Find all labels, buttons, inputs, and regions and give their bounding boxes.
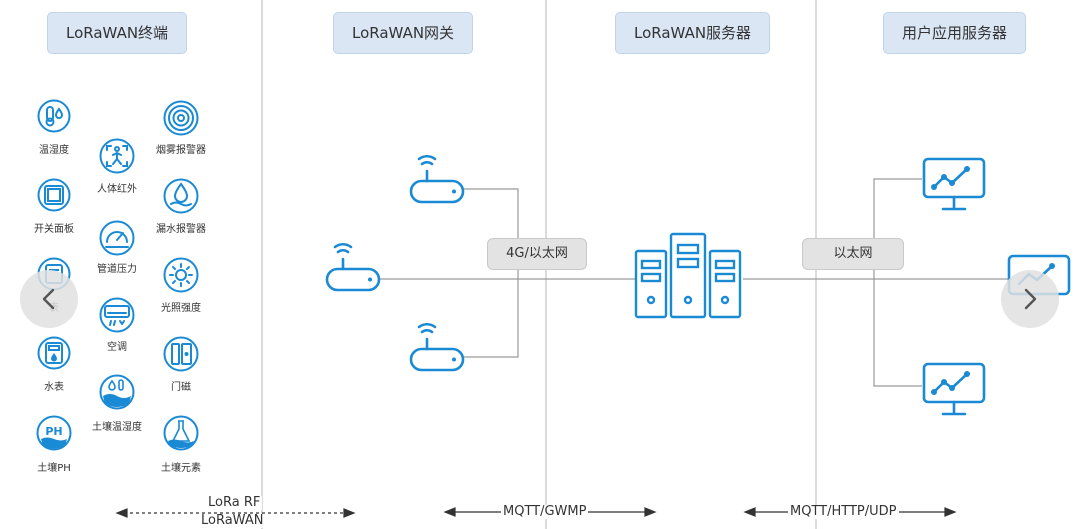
chevron-right-icon [1024, 288, 1037, 310]
protocol-lora-rf: LoRa RF [206, 495, 263, 510]
device-label: 门磁 [171, 382, 191, 393]
protocol-mqtt-gwmp: MQTT/GWMP [501, 504, 589, 519]
device-label: 烟雾报警器 [156, 145, 206, 156]
column-title-end-device: LoRaWAN终端 [47, 12, 188, 54]
carousel-next-button[interactable] [1001, 270, 1059, 328]
server-cluster-icon [634, 232, 742, 319]
device-label: 光照强度 [161, 303, 201, 314]
light-sensor-icon [163, 257, 199, 293]
column-title-application-server: 用户应用服务器 [883, 12, 1027, 54]
pressure-gauge-icon [99, 220, 135, 256]
gateway-router-icon [409, 322, 465, 372]
water-meter-icon [37, 336, 71, 370]
link-label-ethernet: 以太网 [802, 238, 904, 270]
chevron-left-icon [42, 288, 55, 310]
device-label: 开关面板 [34, 224, 74, 235]
soil-temp-humidity-icon [99, 374, 135, 410]
device-label: 温湿度 [39, 145, 69, 156]
device-label: 人体红外 [97, 184, 137, 195]
link-label-4g-ethernet: 4G/以太网 [487, 238, 587, 270]
air-conditioner-icon [99, 297, 135, 333]
device-label: 水表 [44, 382, 64, 393]
door-magnet-icon [163, 336, 199, 372]
gateway-router-icon [409, 154, 465, 204]
gateway-router-icon [325, 242, 381, 292]
device-label: 土壤PH [37, 463, 71, 474]
column-title-gateway: LoRaWAN网关 [333, 12, 474, 54]
water-leak-icon [163, 178, 199, 214]
smoke-alarm-icon [163, 100, 199, 136]
monitor-chart-icon [922, 362, 986, 416]
monitor-chart-icon [922, 157, 986, 211]
soil-ph-icon: PH [36, 415, 72, 451]
column-title-network-server: LoRaWAN服务器 [615, 12, 771, 54]
switch-panel-icon [37, 178, 71, 212]
carousel-prev-button[interactable] [20, 270, 78, 328]
device-label: 土壤元素 [161, 463, 201, 474]
thermometer-icon [37, 99, 71, 133]
ph-glyph: PH [45, 425, 62, 438]
protocol-lorawan: LoRaWAN [199, 513, 266, 528]
device-label: 空调 [107, 342, 127, 353]
human-infrared-icon [99, 138, 135, 174]
device-label: 土壤温湿度 [92, 422, 142, 433]
device-label: 管道压力 [97, 264, 137, 275]
protocol-mqtt-http-udp: MQTT/HTTP/UDP [788, 504, 899, 519]
device-label: 漏水报警器 [156, 224, 206, 235]
soil-elements-icon [163, 415, 199, 451]
